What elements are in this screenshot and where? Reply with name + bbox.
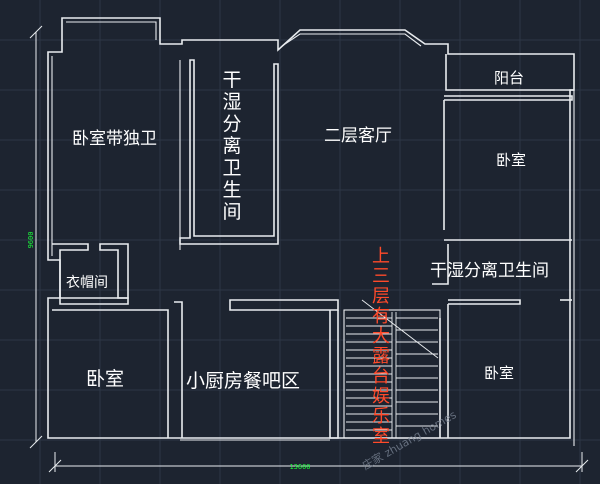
dimension-width: 13600 [289,463,310,471]
room-label-master-bedroom: 卧室带独卫 [72,129,157,149]
room-label-living-room: 二层客厅 [324,126,392,146]
room-label-closet: 衣帽间 [66,275,108,291]
vertical-bath-label: 干湿分离卫生间 [222,69,241,223]
dimension-height: 9600 [27,232,35,249]
room-label-bedroom-east: 卧室 [496,151,526,169]
room-label-dry-wet-bath-vertical: 干湿分离卫生间 [222,69,241,223]
room-label-balcony: 阳台 [494,69,524,87]
dimension-lines [29,25,589,473]
room-label-bedroom-sw: 卧室 [86,368,124,390]
stairs-note: 上三层有大露台娱乐室 [372,246,390,447]
room-label-bedroom-se: 卧室 [484,364,514,382]
staircase [343,299,441,439]
outer-walls [47,17,575,446]
room-label-kitchen-bar: 小厨房餐吧区 [186,370,300,392]
room-label-dry-wet-bath-east: 干湿分离卫生间 [430,261,549,281]
stairs-note-label: 上三层有大露台娱乐室 [372,246,390,447]
interior-walls [52,54,574,441]
